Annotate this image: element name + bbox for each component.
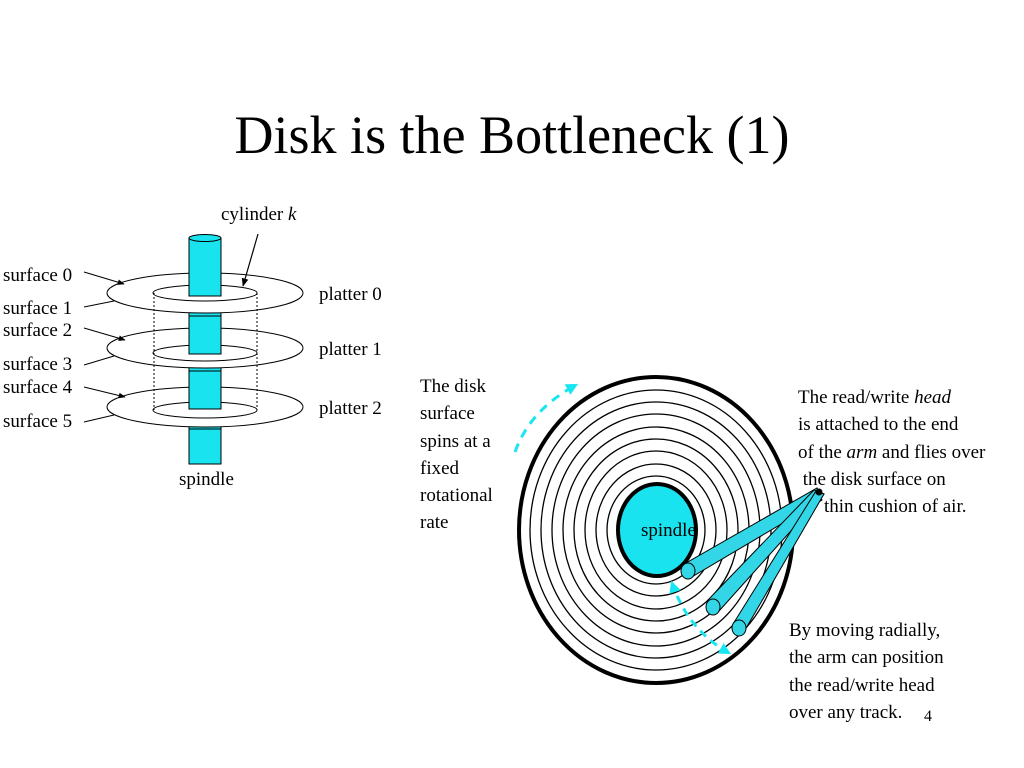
radial-description: By moving radially, the arm can position… [789, 620, 944, 723]
surface-4-label: surface 4 [3, 377, 73, 398]
spindle-segment-1 [188, 315, 222, 355]
surface-1-pointer [83, 300, 115, 308]
spindle-segment-top [188, 237, 222, 297]
platter-0-label: platter 0 [319, 284, 382, 305]
slide-title: Disk is the Bottleneck (1) [234, 105, 790, 165]
spindle-segment-mid [188, 370, 222, 410]
spin-description: The disk surface spins at a fixed rotati… [420, 376, 493, 534]
surface-0-arrow [83, 271, 125, 285]
platter-2-label: platter 2 [319, 398, 382, 419]
disk-spindle [616, 482, 698, 578]
head-1 [680, 562, 696, 580]
surface-3-pointer [83, 355, 115, 366]
surface-5-pointer [83, 414, 115, 423]
cylinder-label: cylinder k [221, 204, 297, 225]
radial-move-arrow [669, 580, 732, 655]
platter-stack [83, 233, 304, 465]
surface-2-arrow [83, 327, 126, 341]
head-2 [705, 598, 721, 616]
track-6 [584, 450, 728, 610]
surface-3-label: surface 3 [3, 354, 73, 375]
spindle-top-cap [188, 234, 222, 242]
surface-2-label: surface 2 [3, 320, 73, 341]
arm-pivot [815, 488, 823, 496]
surface-1-label: surface 1 [3, 298, 73, 319]
cylinder-arrow [241, 233, 259, 287]
spindle-segment-low [188, 428, 222, 465]
surface-4-arrow [83, 386, 126, 399]
platter-1-label: platter 1 [319, 339, 382, 360]
rotation-arrow [513, 383, 579, 453]
track-5 [573, 438, 739, 622]
disk-spindle-label: spindle [641, 520, 696, 541]
head-3 [731, 619, 747, 637]
disk-top-view [513, 375, 825, 685]
surface-5-label: surface 5 [3, 411, 73, 432]
page-number: 4 [924, 708, 932, 725]
track-8 [606, 475, 706, 585]
track-7 [595, 463, 717, 597]
spindle-label: spindle [179, 469, 234, 490]
head-description: The read/write head is attached to the e… [798, 387, 986, 518]
surface-0-label: surface 0 [3, 265, 73, 286]
